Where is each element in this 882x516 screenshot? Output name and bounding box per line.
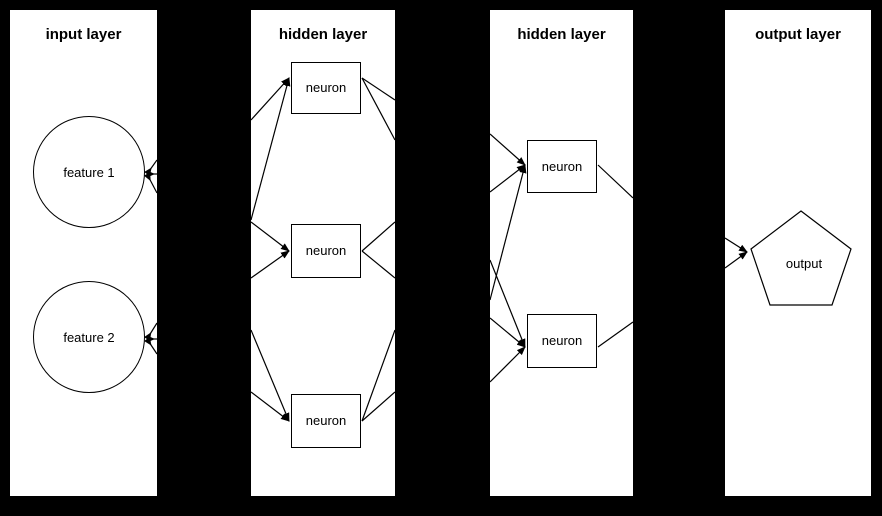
hidden-1-node-neuron-1[interactable]: [291, 62, 361, 114]
layer-panel-output: output layer output: [725, 10, 871, 496]
output-node-output[interactable]: [749, 209, 859, 309]
input-node-feature-2[interactable]: [33, 281, 145, 393]
layer-panel-input: input layer feature 1 feature 2: [10, 10, 157, 496]
hidden-2-layer-edges: [490, 133, 633, 383]
hidden-2-node-neuron-2[interactable]: [527, 314, 597, 368]
input-layer-edges: [143, 159, 157, 355]
input-node-feature-1[interactable]: [33, 116, 145, 228]
layer-title-hidden-2: hidden layer: [517, 26, 606, 43]
layer-title-output: output layer: [755, 26, 841, 43]
hidden-1-layer-edges: [251, 77, 395, 422]
layer-title-hidden-1: hidden layer: [278, 26, 368, 43]
hidden-1-node-neuron-3[interactable]: [291, 394, 361, 448]
hidden-2-node-neuron-1[interactable]: [527, 140, 597, 193]
layer-title-input: input layer: [45, 26, 122, 43]
hidden-1-node-neuron-2[interactable]: [291, 224, 361, 278]
layer-panel-hidden-2: hidden layer neuron: [490, 10, 633, 496]
output-layer-edges: [725, 237, 748, 269]
layer-panel-hidden-1: hidden layer: [251, 10, 395, 496]
